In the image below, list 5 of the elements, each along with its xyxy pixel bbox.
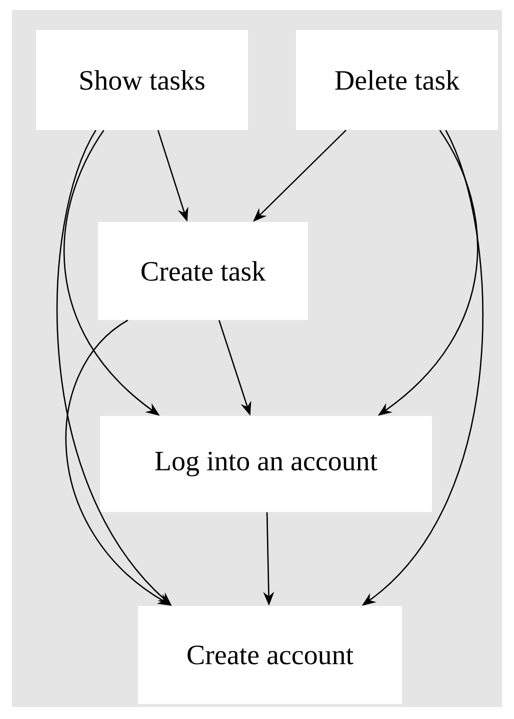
- process-box: Create task: [98, 222, 308, 320]
- process-box: Delete task: [296, 30, 498, 130]
- process-box: Show tasks: [36, 30, 248, 130]
- process-box: Create account: [138, 606, 402, 704]
- process-box: Log into an account: [100, 416, 432, 512]
